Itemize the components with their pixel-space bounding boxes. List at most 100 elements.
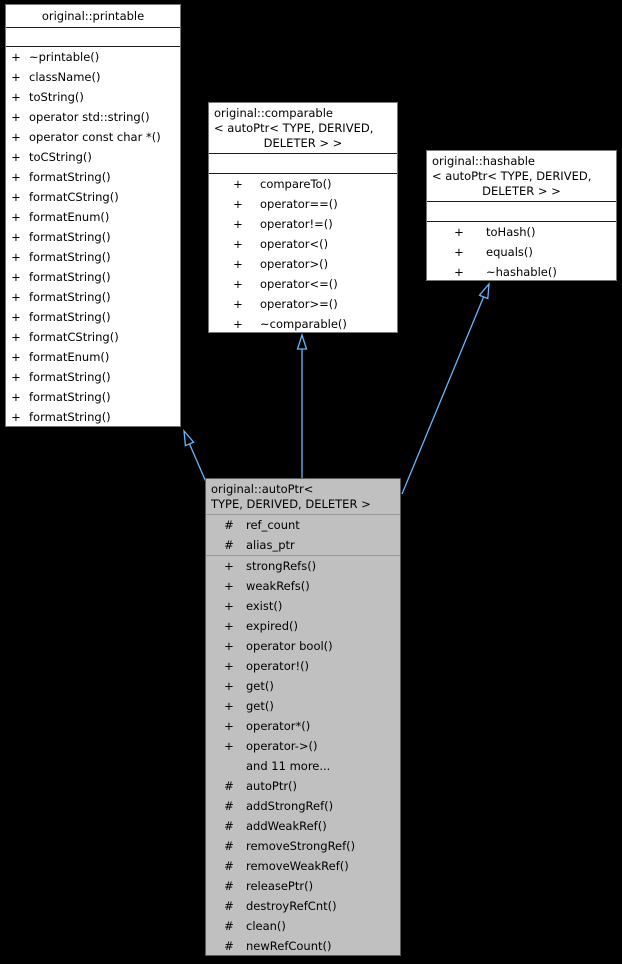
member-name: formatString() [29, 410, 111, 424]
member-name: formatCString() [29, 190, 119, 204]
member-name: operator const char *() [29, 130, 161, 144]
member-name: ~hashable() [486, 265, 557, 279]
member-row: + formatString() [6, 167, 180, 187]
visibility-sign: + [224, 619, 234, 633]
member-name: addStrongRef() [246, 799, 334, 813]
member-name: className() [29, 70, 101, 84]
class-box-comparable[interactable]: original::comparable< autoPtr< TYPE, DER… [208, 102, 398, 333]
member-name: formatEnum() [29, 210, 110, 224]
member-name: and 11 more... [246, 759, 331, 773]
attribute-row: # alias_ptr [206, 535, 400, 555]
member-name: operator<=() [260, 277, 338, 291]
visibility-sign: + [233, 317, 243, 331]
member-row: + className() [6, 67, 180, 87]
visibility-sign: + [11, 270, 21, 284]
visibility-sign: # [224, 779, 234, 793]
visibility-sign: + [224, 599, 234, 613]
member-name: formatString() [29, 270, 111, 284]
class-title: original::comparable< autoPtr< TYPE, DER… [209, 103, 397, 153]
member-name: newRefCount() [246, 939, 332, 953]
visibility-sign: + [11, 350, 21, 364]
member-name: toCString() [29, 150, 92, 164]
visibility-sign: + [233, 297, 243, 311]
member-name: removeWeakRef() [246, 859, 349, 873]
member-name: toHash() [486, 225, 536, 239]
member-row: # releasePtr() [206, 876, 400, 896]
visibility-sign: + [224, 659, 234, 673]
member-row: + operator bool() [206, 636, 400, 656]
visibility-sign: + [11, 330, 21, 344]
attributes-section: # ref_count # alias_ptr [206, 514, 400, 555]
member-row: + formatString() [6, 387, 180, 407]
member-name: compareTo() [260, 177, 332, 191]
visibility-sign: + [11, 230, 21, 244]
member-name: formatEnum() [29, 350, 110, 364]
visibility-sign: + [454, 245, 464, 259]
member-row: # clean() [206, 916, 400, 936]
edge-to-comparable [296, 332, 308, 478]
member-row: + operator->() [206, 736, 400, 756]
attributes-section [6, 27, 180, 46]
methods-section: + ~printable() + className() + toString(… [6, 46, 180, 427]
class-title-line: original::printable [41, 9, 145, 23]
visibility-sign: + [11, 210, 21, 224]
class-box-printable[interactable]: original::printable + ~printable() + cla… [5, 4, 181, 427]
visibility-sign: # [224, 799, 234, 813]
visibility-sign: # [224, 518, 234, 532]
member-name: toString() [29, 90, 84, 104]
attributes-section [427, 201, 616, 221]
visibility-sign: + [224, 639, 234, 653]
class-box-hashable[interactable]: original::hashable< autoPtr< TYPE, DERIV… [426, 150, 617, 281]
member-row: + ~comparable() [209, 314, 397, 334]
visibility-sign: + [11, 190, 21, 204]
visibility-sign: # [224, 939, 234, 953]
class-title: original::hashable< autoPtr< TYPE, DERIV… [427, 151, 616, 201]
visibility-sign: + [454, 265, 464, 279]
edge-to-printable [183, 429, 207, 483]
member-name: addWeakRef() [246, 819, 327, 833]
visibility-sign: # [224, 538, 234, 552]
visibility-sign: + [11, 90, 21, 104]
member-name: ~printable() [29, 50, 100, 64]
member-row: + ~hashable() [427, 262, 616, 282]
member-name: equals() [486, 245, 533, 259]
visibility-sign: # [224, 859, 234, 873]
member-name: operator->() [246, 739, 318, 753]
member-name: expired() [246, 619, 298, 633]
visibility-sign: + [11, 290, 21, 304]
member-name: get() [246, 699, 274, 713]
visibility-sign: + [224, 559, 234, 573]
member-row: + formatString() [6, 367, 180, 387]
member-row: + ~printable() [6, 47, 180, 67]
visibility-sign: + [233, 257, 243, 271]
visibility-sign: + [11, 150, 21, 164]
member-row: + operator!=() [209, 214, 397, 234]
member-row: + equals() [427, 242, 616, 262]
member-name: operator std::string() [29, 110, 150, 124]
visibility-sign: + [11, 50, 21, 64]
member-row: + operator<() [209, 234, 397, 254]
visibility-sign: + [11, 170, 21, 184]
class-title: original::autoPtr<TYPE, DERIVED, DELETER… [206, 479, 400, 514]
member-name: formatString() [29, 230, 111, 244]
attribute-name: alias_ptr [246, 538, 295, 552]
member-name: operator!() [246, 659, 310, 673]
member-row: + operator!() [206, 656, 400, 676]
visibility-sign: + [224, 719, 234, 733]
member-row: + formatCString() [6, 327, 180, 347]
class-title-line: TYPE, DERIVED, DELETER > [211, 497, 371, 511]
visibility-sign: + [233, 197, 243, 211]
member-name: releasePtr() [246, 879, 314, 893]
member-row: + formatCString() [6, 187, 180, 207]
member-row: + compareTo() [209, 174, 397, 194]
member-row: # removeWeakRef() [206, 856, 400, 876]
member-name: formatString() [29, 370, 111, 384]
class-title-line: original::comparable [214, 106, 333, 120]
member-row: + formatString() [6, 287, 180, 307]
class-title: original::printable [6, 5, 180, 27]
member-row: # removeStrongRef() [206, 836, 400, 856]
member-row: # destroyRefCnt() [206, 896, 400, 916]
class-box-autoptr: original::autoPtr<TYPE, DERIVED, DELETER… [205, 478, 401, 956]
